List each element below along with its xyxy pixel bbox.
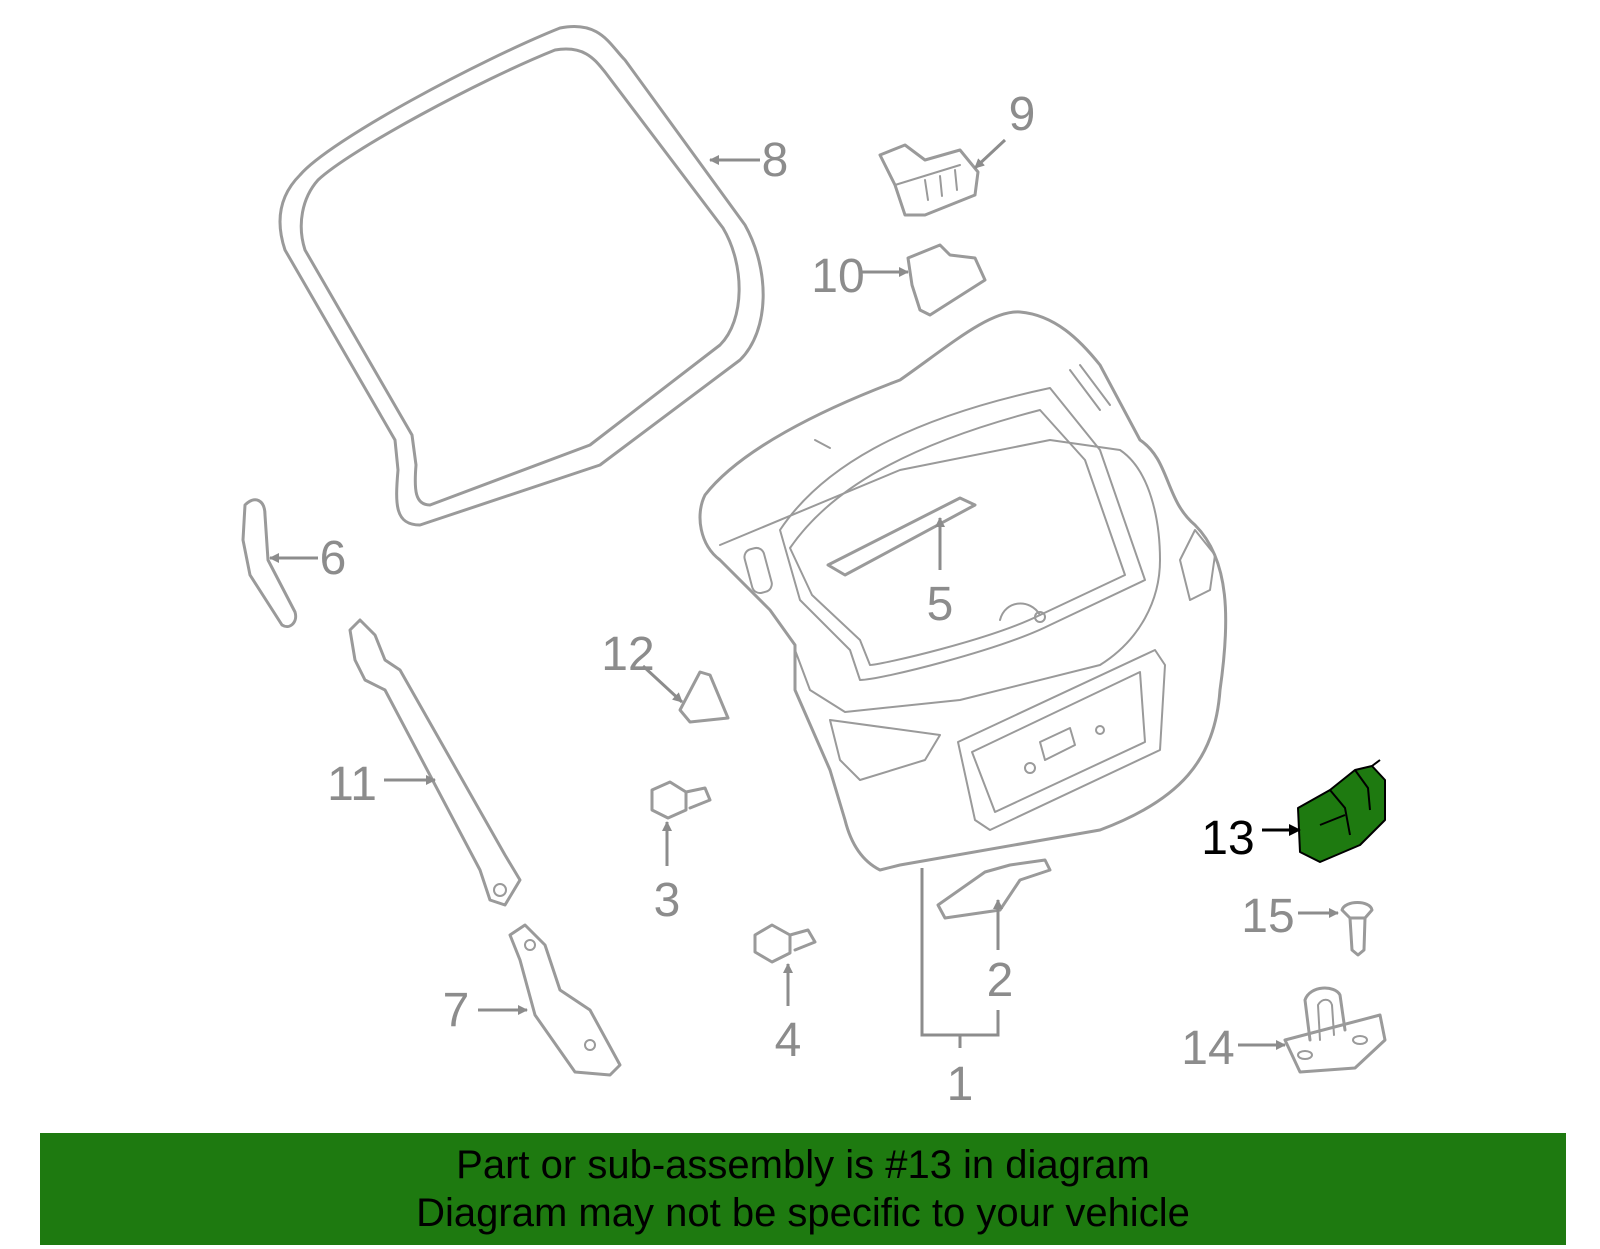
callout-1: 1: [947, 1058, 974, 1111]
callout-10: 10: [811, 250, 864, 303]
banner-line-2: Diagram may not be specific to your vehi…: [416, 1191, 1190, 1235]
callout-15: 15: [1241, 890, 1294, 943]
part-6-trim: [241, 498, 298, 628]
part-10-plate: [906, 243, 987, 317]
part-3-bolt: [650, 780, 712, 820]
part-9-bracket: [878, 143, 980, 217]
callout-6: 6: [320, 532, 347, 585]
parts-diagram: 1 2 3 4 5 6 7 8 9 10 11 12 13 14 15: [241, 25, 1387, 1111]
callout-labels: 1 2 3 4 5 6 7 8 9 10 11 12 13 14 15: [320, 88, 1295, 1111]
callout-9: 9: [1009, 88, 1036, 141]
part-4-bolt: [753, 923, 817, 964]
callout-8: 8: [762, 134, 789, 187]
callout-14: 14: [1181, 1022, 1234, 1075]
part-13-latch: [1297, 759, 1386, 863]
part-1-liftgate: [698, 310, 1228, 872]
callout-2: 2: [987, 954, 1014, 1007]
info-banner: Part or sub-assembly is #13 in diagram D…: [40, 1133, 1566, 1245]
callout-7: 7: [443, 984, 470, 1037]
callout-11: 11: [327, 758, 377, 811]
banner-line-1: Part or sub-assembly is #13 in diagram: [456, 1143, 1150, 1187]
part-12-bracket: [678, 670, 730, 724]
part-15-screw: [1340, 901, 1374, 957]
callout-3: 3: [654, 874, 681, 927]
part-2-bracket: [936, 858, 1052, 920]
callout-12: 12: [601, 628, 654, 681]
part-5-strip: [826, 496, 977, 577]
part-8-glass-seal: [278, 25, 765, 527]
part-14-striker: [1283, 986, 1387, 1074]
part-7-hinge: [508, 923, 622, 1077]
callout-4: 4: [775, 1014, 802, 1067]
part-11-strut: [348, 618, 522, 907]
callout-5: 5: [927, 578, 954, 631]
callout-13: 13: [1201, 812, 1254, 865]
leader-lines: [269, 138, 1339, 1050]
